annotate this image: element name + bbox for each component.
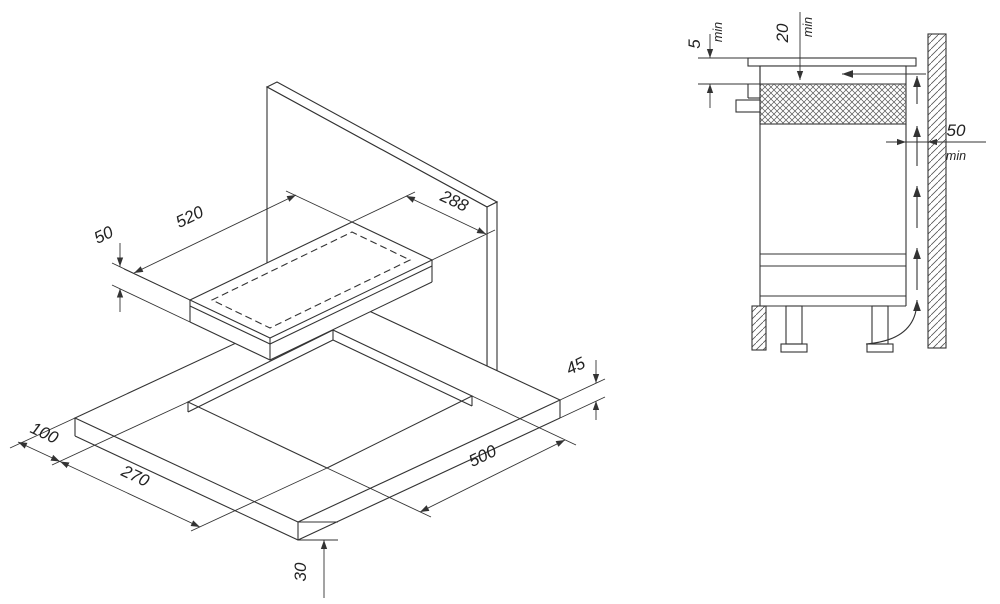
plinth-section [751, 305, 767, 351]
dim-rear-clearance: 45 [563, 353, 589, 379]
section-view: 5 min 20 min 50 min [685, 12, 986, 353]
airflow-arrows [842, 70, 926, 345]
dim-worktop-thickness: 30 [291, 562, 310, 581]
cabinet-section [751, 66, 907, 353]
hob-glass-section [747, 57, 917, 67]
room-wall-section [927, 33, 947, 349]
mounting-bracket [735, 99, 761, 113]
cabinet-foot [780, 343, 808, 353]
worktop-section [735, 84, 761, 113]
dim-cutout-offset: 100 [27, 418, 61, 447]
dim-glass-protrusion-min-label: min [711, 22, 725, 42]
cabinet-leg [871, 305, 889, 345]
dim-hob-height: 50 [91, 222, 117, 248]
hob-body [188, 221, 434, 361]
section-dimensions [698, 12, 986, 146]
cabinet-foot [866, 343, 894, 353]
dim-wall-gap-min-label: min [946, 149, 966, 163]
dim-rear-gap: 20 [773, 23, 792, 43]
hob-glass-dashed-outline [210, 231, 412, 329]
dim-glass-protrusion: 5 [685, 39, 704, 49]
dim-hob-width: 520 [173, 202, 207, 232]
dim-rear-gap-min-label: min [801, 17, 815, 37]
section-dimension-labels: 5 min 20 min 50 min [685, 17, 966, 163]
dim-wall-gap: 50 [947, 121, 966, 140]
cabinet-leg [785, 305, 803, 345]
isometric-view: 520 288 50 100 270 500 45 30 [9, 81, 606, 598]
isometric-dimensions [9, 190, 606, 598]
hob-section [759, 65, 907, 125]
